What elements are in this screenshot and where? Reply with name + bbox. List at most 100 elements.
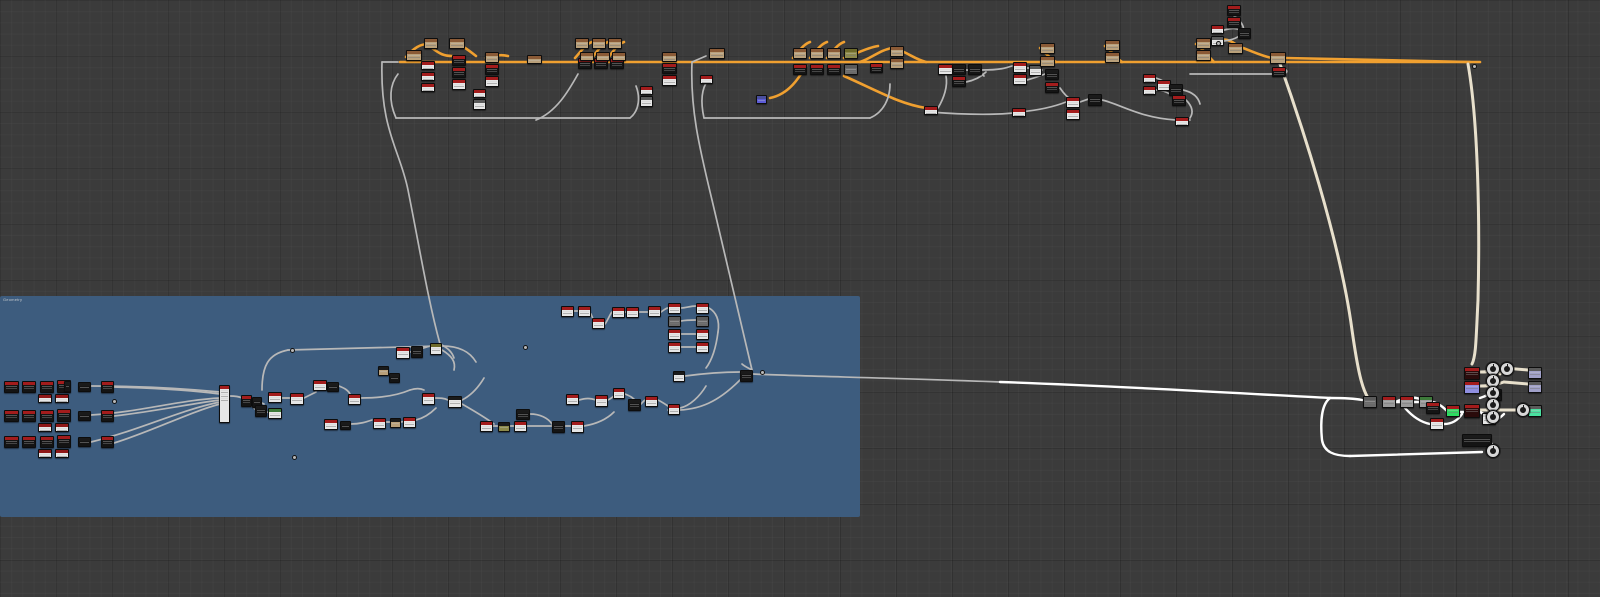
viewer-badge-icon[interactable] (1486, 398, 1500, 412)
graph-node[interactable] (64, 381, 71, 392)
graph-node[interactable] (952, 64, 966, 75)
graph-node[interactable] (452, 79, 466, 90)
graph-node[interactable] (592, 38, 606, 49)
graph-node[interactable] (1040, 43, 1055, 54)
graph-node[interactable] (449, 38, 465, 49)
graph-node[interactable] (700, 75, 713, 84)
graph-node[interactable] (709, 48, 725, 59)
graph-node[interactable] (516, 409, 530, 420)
graph-node[interactable] (1172, 95, 1186, 106)
viewer-badge-icon[interactable] (1500, 362, 1514, 376)
graph-node[interactable] (1464, 381, 1480, 394)
graph-node[interactable] (411, 346, 423, 358)
graph-node[interactable] (844, 48, 858, 59)
graph-node[interactable] (571, 421, 584, 433)
graph-node[interactable] (1228, 43, 1243, 54)
graph-node[interactable] (696, 303, 709, 314)
graph-node[interactable] (668, 404, 680, 415)
graph-node[interactable] (396, 347, 410, 359)
graph-node[interactable] (40, 436, 54, 448)
graph-node[interactable] (1270, 52, 1286, 64)
graph-node[interactable] (1175, 117, 1189, 126)
graph-node[interactable] (1040, 56, 1055, 67)
graph-node[interactable] (1464, 367, 1480, 380)
reroute-node[interactable] (760, 370, 765, 375)
graph-node[interactable] (373, 418, 386, 429)
graph-node[interactable] (473, 89, 486, 98)
graph-node[interactable] (1105, 52, 1120, 63)
graph-node[interactable] (485, 64, 499, 75)
graph-node[interactable] (552, 421, 565, 433)
graph-node[interactable] (640, 96, 653, 107)
graph-node[interactable] (640, 86, 653, 95)
graph-node[interactable] (101, 436, 114, 448)
graph-node[interactable] (1528, 381, 1542, 393)
graph-node[interactable] (1446, 405, 1460, 417)
graph-node[interactable] (1528, 367, 1542, 379)
reroute-node[interactable] (1216, 41, 1221, 46)
graph-node[interactable] (268, 392, 282, 403)
graph-node[interactable] (1272, 67, 1286, 77)
graph-node[interactable] (668, 342, 681, 353)
graph-node[interactable] (1066, 97, 1080, 108)
graph-node[interactable] (844, 64, 858, 75)
graph-node[interactable] (613, 388, 625, 399)
graph-node[interactable] (612, 52, 626, 61)
graph-node[interactable] (4, 436, 19, 448)
graph-node[interactable] (78, 437, 91, 447)
graph-node[interactable] (1238, 28, 1251, 39)
graph-node[interactable] (390, 418, 401, 428)
graph-node[interactable] (448, 396, 462, 408)
reroute-node[interactable] (112, 399, 117, 404)
graph-node[interactable] (38, 449, 52, 458)
graph-node[interactable] (662, 75, 677, 86)
graph-node[interactable] (1400, 396, 1414, 408)
graph-node[interactable] (1013, 74, 1027, 85)
frame-node[interactable]: Geometry (0, 296, 860, 517)
viewer-badge-icon[interactable] (1486, 362, 1500, 376)
graph-node[interactable] (1088, 94, 1102, 106)
graph-node[interactable] (527, 55, 542, 64)
graph-node[interactable] (389, 373, 400, 383)
graph-node[interactable] (101, 381, 114, 393)
graph-node[interactable] (268, 408, 282, 419)
graph-node[interactable] (668, 329, 681, 340)
graph-node[interactable] (1430, 418, 1444, 430)
graph-node[interactable] (1029, 65, 1042, 76)
graph-node[interactable] (827, 64, 841, 75)
graph-node[interactable] (1196, 38, 1211, 49)
graph-node[interactable] (514, 421, 527, 432)
graph-node[interactable] (4, 381, 19, 393)
graph-node[interactable] (592, 318, 605, 329)
graph-node[interactable] (696, 342, 709, 353)
graph-node[interactable] (756, 95, 767, 104)
reroute-node[interactable] (523, 345, 528, 350)
graph-node[interactable] (1227, 17, 1241, 28)
graph-node[interactable] (740, 370, 753, 382)
graph-node[interactable] (452, 55, 466, 66)
graph-node[interactable] (219, 385, 230, 423)
graph-node[interactable] (827, 48, 841, 59)
reroute-node[interactable] (290, 348, 295, 353)
graph-node[interactable] (662, 52, 677, 62)
graph-node[interactable] (38, 423, 52, 432)
graph-node[interactable] (421, 61, 435, 70)
graph-node[interactable] (241, 395, 252, 407)
graph-node[interactable] (40, 410, 54, 422)
graph-node[interactable] (938, 64, 953, 75)
graph-node[interactable] (101, 410, 114, 422)
graph-node[interactable] (1143, 74, 1156, 83)
graph-node[interactable] (1528, 405, 1542, 417)
graph-node[interactable] (1045, 69, 1059, 80)
graph-node[interactable] (422, 393, 435, 405)
graph-node[interactable] (55, 423, 69, 432)
graph-node[interactable] (1426, 402, 1440, 414)
graph-node[interactable] (1462, 434, 1492, 447)
graph-node[interactable] (566, 394, 579, 405)
graph-node[interactable] (57, 435, 71, 448)
graph-node[interactable] (1363, 396, 1377, 408)
graph-node[interactable] (1012, 108, 1026, 117)
graph-node[interactable] (595, 395, 608, 407)
graph-node[interactable] (480, 421, 493, 432)
graph-node[interactable] (673, 371, 685, 382)
